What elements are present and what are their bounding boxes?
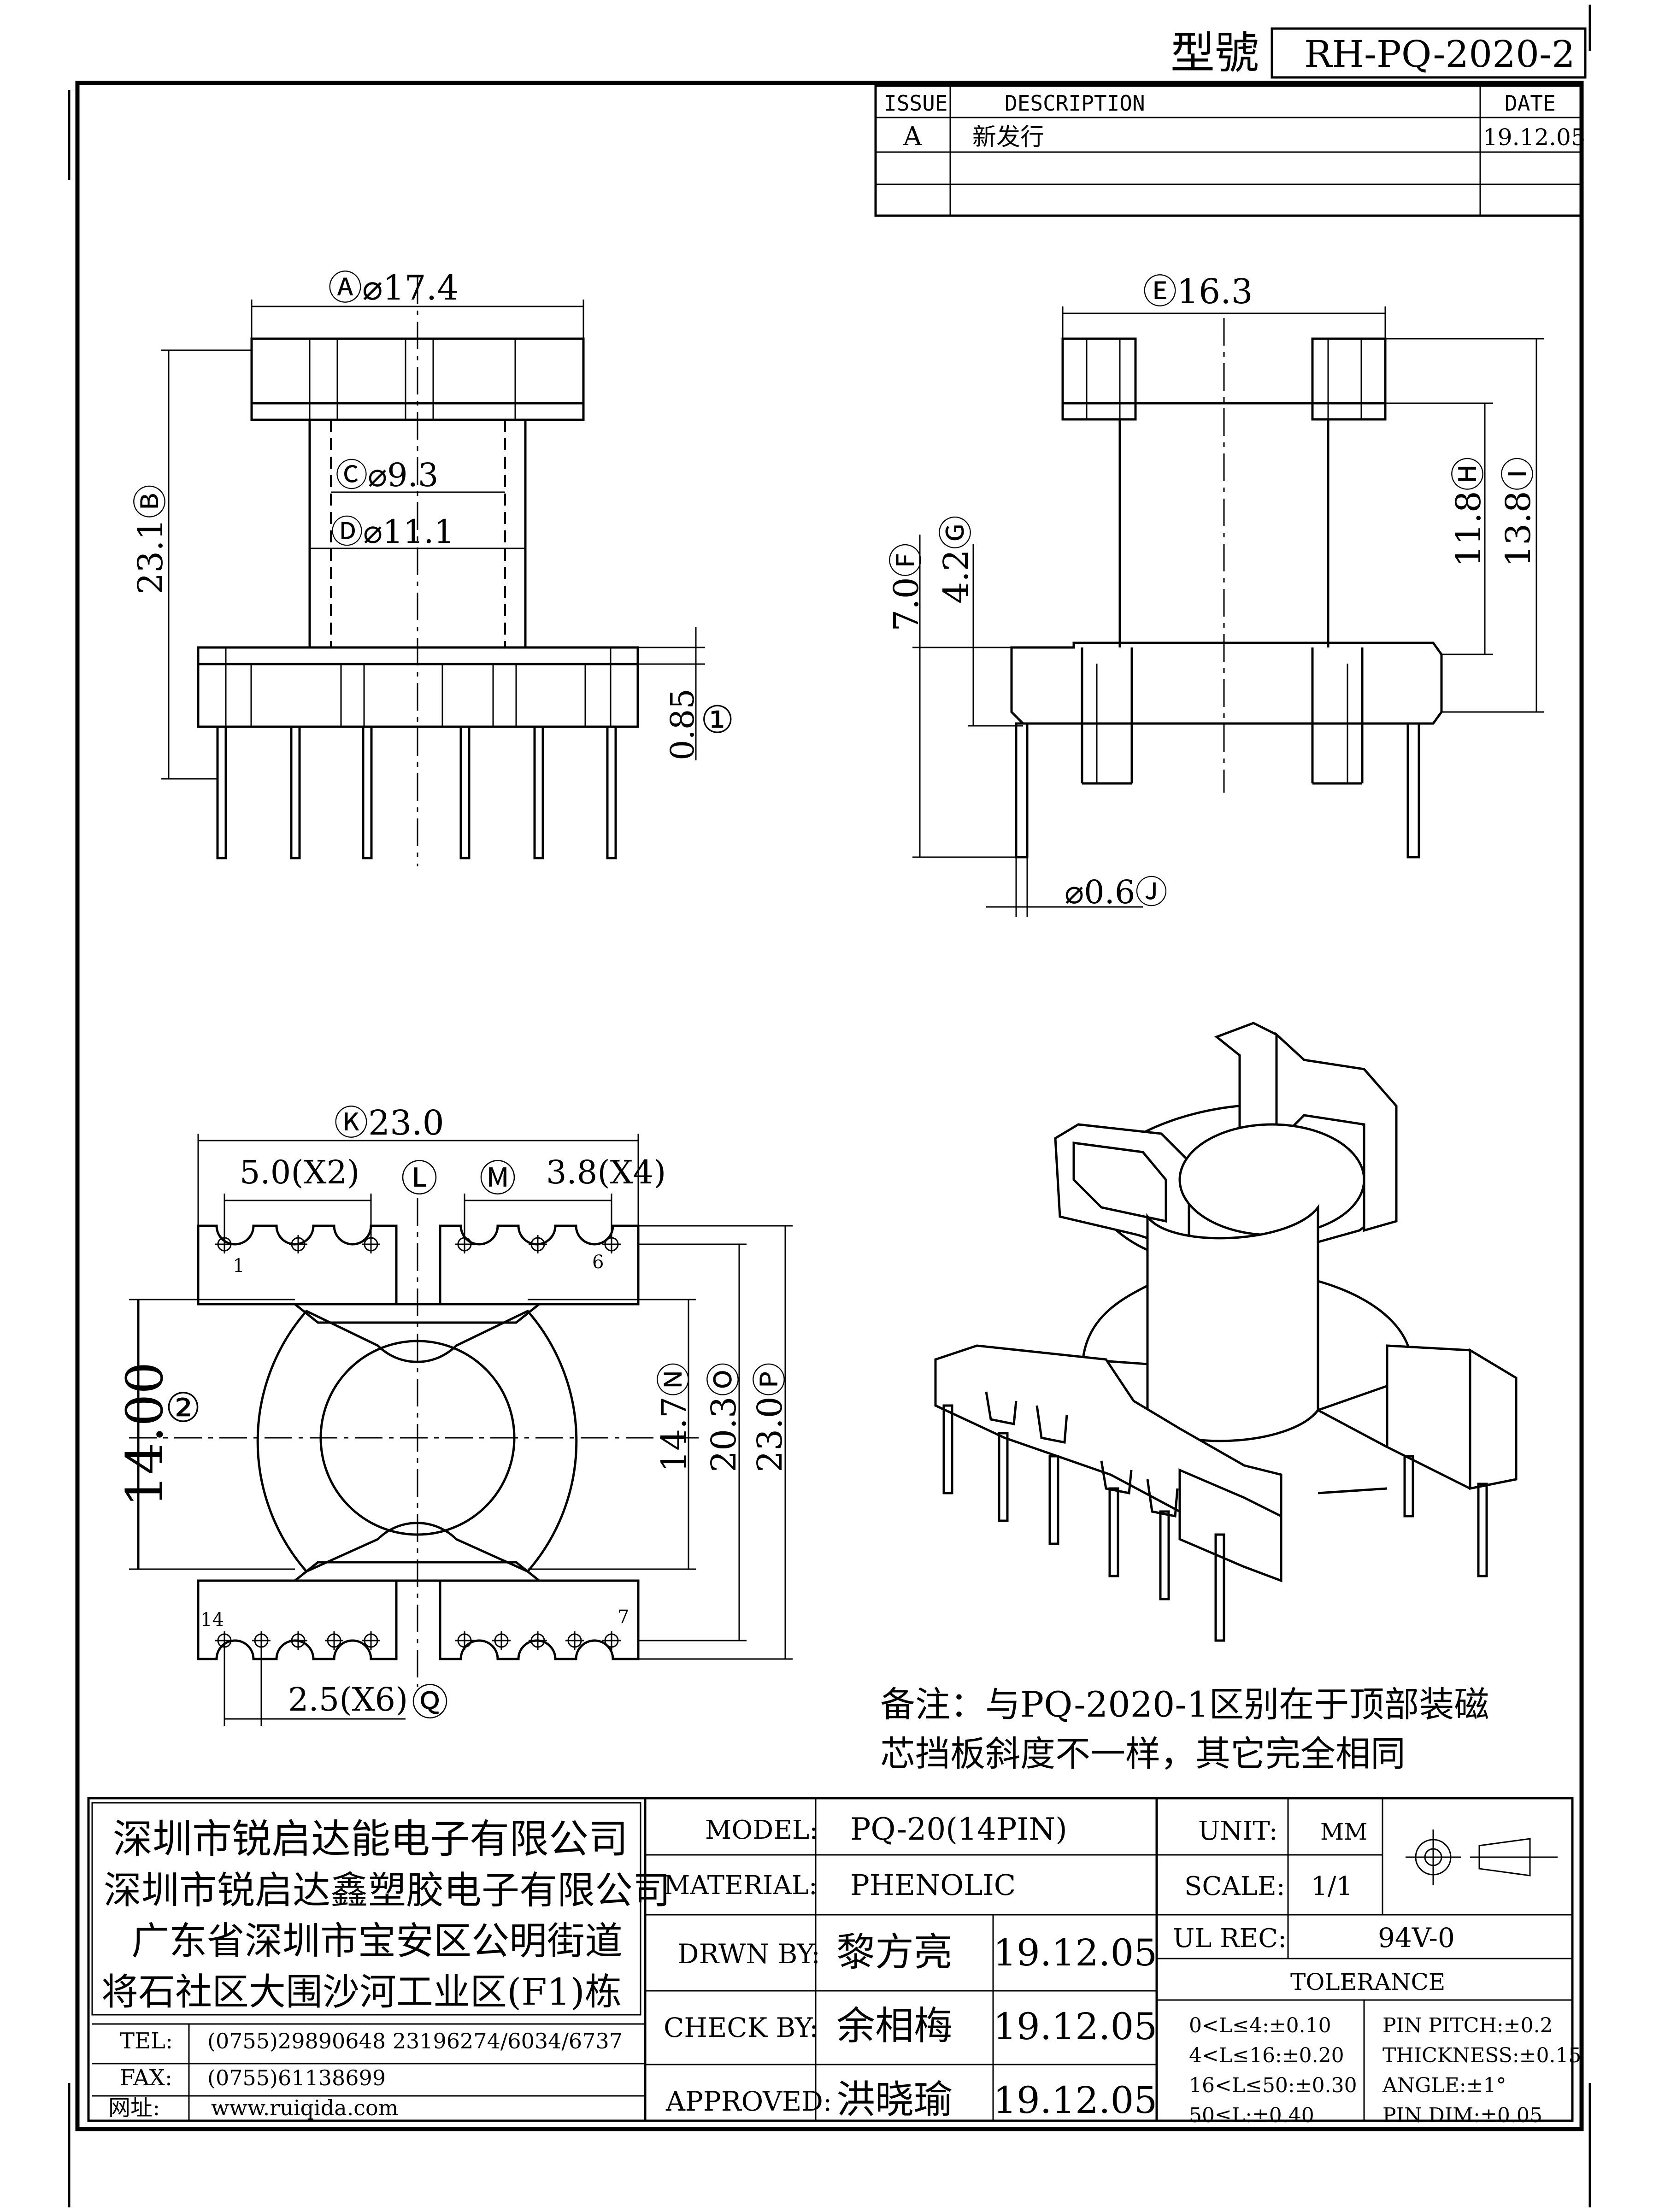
fax-label: FAX: [120, 2065, 172, 2091]
approved-label: APPROVED: [665, 2086, 832, 2117]
material-value: PHENOLIC [850, 1868, 1016, 1902]
ref-1-label: ① [700, 698, 735, 742]
scale-value: 1/1 [1311, 1871, 1353, 1901]
rev-row-date: 19.12.05 [1483, 124, 1586, 151]
dim-g-label: 4.2Ⓖ [936, 515, 976, 604]
dim-d-label: Ⓓ⌀11.1 [331, 513, 454, 551]
company-line-2: 深圳市锐启达鑫塑胶电子有限公司 [104, 1869, 671, 1912]
scale-label: SCALE: [1184, 1871, 1285, 1901]
dim-2-label: 14.00 [115, 1362, 174, 1507]
dim-j-label: ⌀0.6Ⓙ [1065, 873, 1167, 911]
tel-value: (0755)29890648 23196274/6034/6737 [207, 2029, 623, 2053]
title-block: 深圳市锐启达能电子有限公司 深圳市锐启达鑫塑胶电子有限公司 广东省深圳市宝安区公… [87, 1797, 1581, 2127]
mark-q-label: Ⓠ [412, 1681, 448, 1724]
ul-label: UL REC: [1173, 1924, 1287, 1953]
model-number-label: 型號 [1171, 27, 1259, 79]
tolerance-left-2: 4<L≤16:±0.20 [1189, 2044, 1344, 2067]
revision-table: ISSUE DESCRIPTION DATE A 新发行 19.12.05 [874, 84, 1586, 217]
company-line-4: 将石社区大围沙河工业区(F1)栋 [101, 1971, 622, 2013]
approved-name: 洪晓瑜 [836, 2077, 953, 2122]
note-line-2: 芯挡板斜度不一样，其它完全相同 [880, 1733, 1406, 1774]
tolerance-left-3: 16<L≤50:±0.30 [1189, 2074, 1357, 2097]
approved-date: 19.12.05 [993, 2079, 1157, 2122]
isometric-view [934, 1022, 1518, 1642]
dim-n-label: 14.7Ⓝ [654, 1362, 694, 1472]
rev-col-issue: ISSUE [884, 91, 947, 116]
ul-value: 94V-0 [1378, 1922, 1455, 1953]
tolerance-right-4: PIN DIM:±0.05 [1382, 2104, 1542, 2127]
company-line-1: 深圳市锐启达能电子有限公司 [113, 1816, 628, 1862]
sheet-frame [68, 5, 1591, 2207]
tolerance-right-3: ANGLE:±1° [1382, 2074, 1506, 2097]
check-label: CHECK BY: [664, 2012, 818, 2043]
drawn-label: DRWN BY: [677, 1938, 820, 1970]
mark-l-label: Ⓛ [401, 1157, 438, 1200]
unit-label: UNIT: [1198, 1816, 1278, 1846]
tolerance-left-4: 50≤L:±0.40 [1189, 2104, 1314, 2127]
dim-i-label: 13.8Ⓘ [1499, 457, 1538, 567]
material-label: MATERIAL: [664, 1871, 818, 1900]
company-line-3: 广东省深圳市宝安区公明街道 [131, 1919, 623, 1963]
pin-6-label: 6 [592, 1252, 604, 1273]
dim-pitch-m-label: 3.8(X4) [546, 1153, 666, 1191]
dim-b-label: 23.1Ⓑ [131, 484, 171, 594]
dim-p-label: 23.0Ⓟ [750, 1362, 790, 1472]
drawn-name: 黎方亮 [836, 1930, 953, 1975]
dim-e-label: Ⓔ16.3 [1143, 272, 1253, 312]
dim-c-label: Ⓒ⌀9.3 [335, 456, 438, 494]
mark-m-label: Ⓜ [479, 1157, 516, 1200]
model-label: MODEL: [705, 1815, 818, 1845]
rev-col-description: DESCRIPTION [1005, 91, 1145, 116]
pin-7-label: 7 [618, 1606, 629, 1628]
tel-label: TEL: [120, 2028, 173, 2054]
web-value: www.ruiqida.com [211, 2095, 398, 2120]
projection-symbol-icon [1406, 1830, 1558, 1885]
note-line-1: 备注：与PQ-2020-1区别在于顶部装磁 [880, 1684, 1489, 1725]
tolerance-right-1: PIN PITCH:±0.2 [1382, 2014, 1553, 2037]
side-view: Ⓔ16.3 7.0Ⓕ 4.2Ⓖ 11.8Ⓗ 13.8Ⓘ ⌀0.6Ⓙ [887, 272, 1544, 917]
unit-value: MM [1320, 1818, 1367, 1845]
rev-row-description: 新发行 [972, 124, 1044, 151]
drawn-date: 19.12.05 [993, 1931, 1157, 1974]
tolerance-right-2: THICKNESS:±0.15 [1382, 2044, 1581, 2067]
front-view: Ⓐ⌀17.4 23.1Ⓑ Ⓒ⌀9.3 Ⓓ⌀11.1 0.85 ① [131, 268, 735, 866]
tolerance-label: TOLERANCE [1290, 1969, 1445, 1995]
model-number-box: 型號 RH-PQ-2020-2 [1171, 27, 1587, 79]
bottom-view: 1 6 14 7 Ⓚ23.0 5.0(X2) 3.8(X4) Ⓛ Ⓜ 14.00… [115, 1103, 793, 1726]
check-name: 余相梅 [836, 2003, 953, 2048]
dim-f-label: 7.0Ⓕ [887, 543, 926, 631]
rev-col-date: DATE [1505, 91, 1556, 116]
dim-k-label: Ⓚ23.0 [334, 1103, 444, 1143]
dim-1-label: 0.85 [664, 688, 701, 760]
web-label: 网址: [108, 2095, 160, 2121]
dim-pitch-l-label: 5.0(X2) [240, 1153, 359, 1191]
ref-2-label: ② [165, 1384, 201, 1431]
dim-o-label: 20.3Ⓞ [704, 1362, 744, 1472]
pin-14-label: 14 [200, 1609, 224, 1630]
rev-row-issue: A [903, 122, 922, 152]
model-value: PQ-20(14PIN) [850, 1812, 1067, 1847]
tolerance-left-1: 0<L≤4:±0.10 [1189, 2014, 1331, 2037]
dim-q-label: 2.5(X6) [288, 1681, 408, 1718]
dim-h-label: 11.8Ⓗ [1449, 457, 1488, 567]
dim-a-label: Ⓐ⌀17.4 [328, 268, 459, 308]
model-number-value: RH-PQ-2020-2 [1304, 33, 1575, 76]
pin-markers [215, 1235, 621, 1650]
check-date: 19.12.05 [993, 2005, 1157, 2048]
fax-value: (0755)61138699 [207, 2065, 386, 2090]
pin-1-label: 1 [233, 1255, 244, 1277]
note: 备注：与PQ-2020-1区别在于顶部装磁 芯挡板斜度不一样，其它完全相同 [880, 1684, 1489, 1774]
